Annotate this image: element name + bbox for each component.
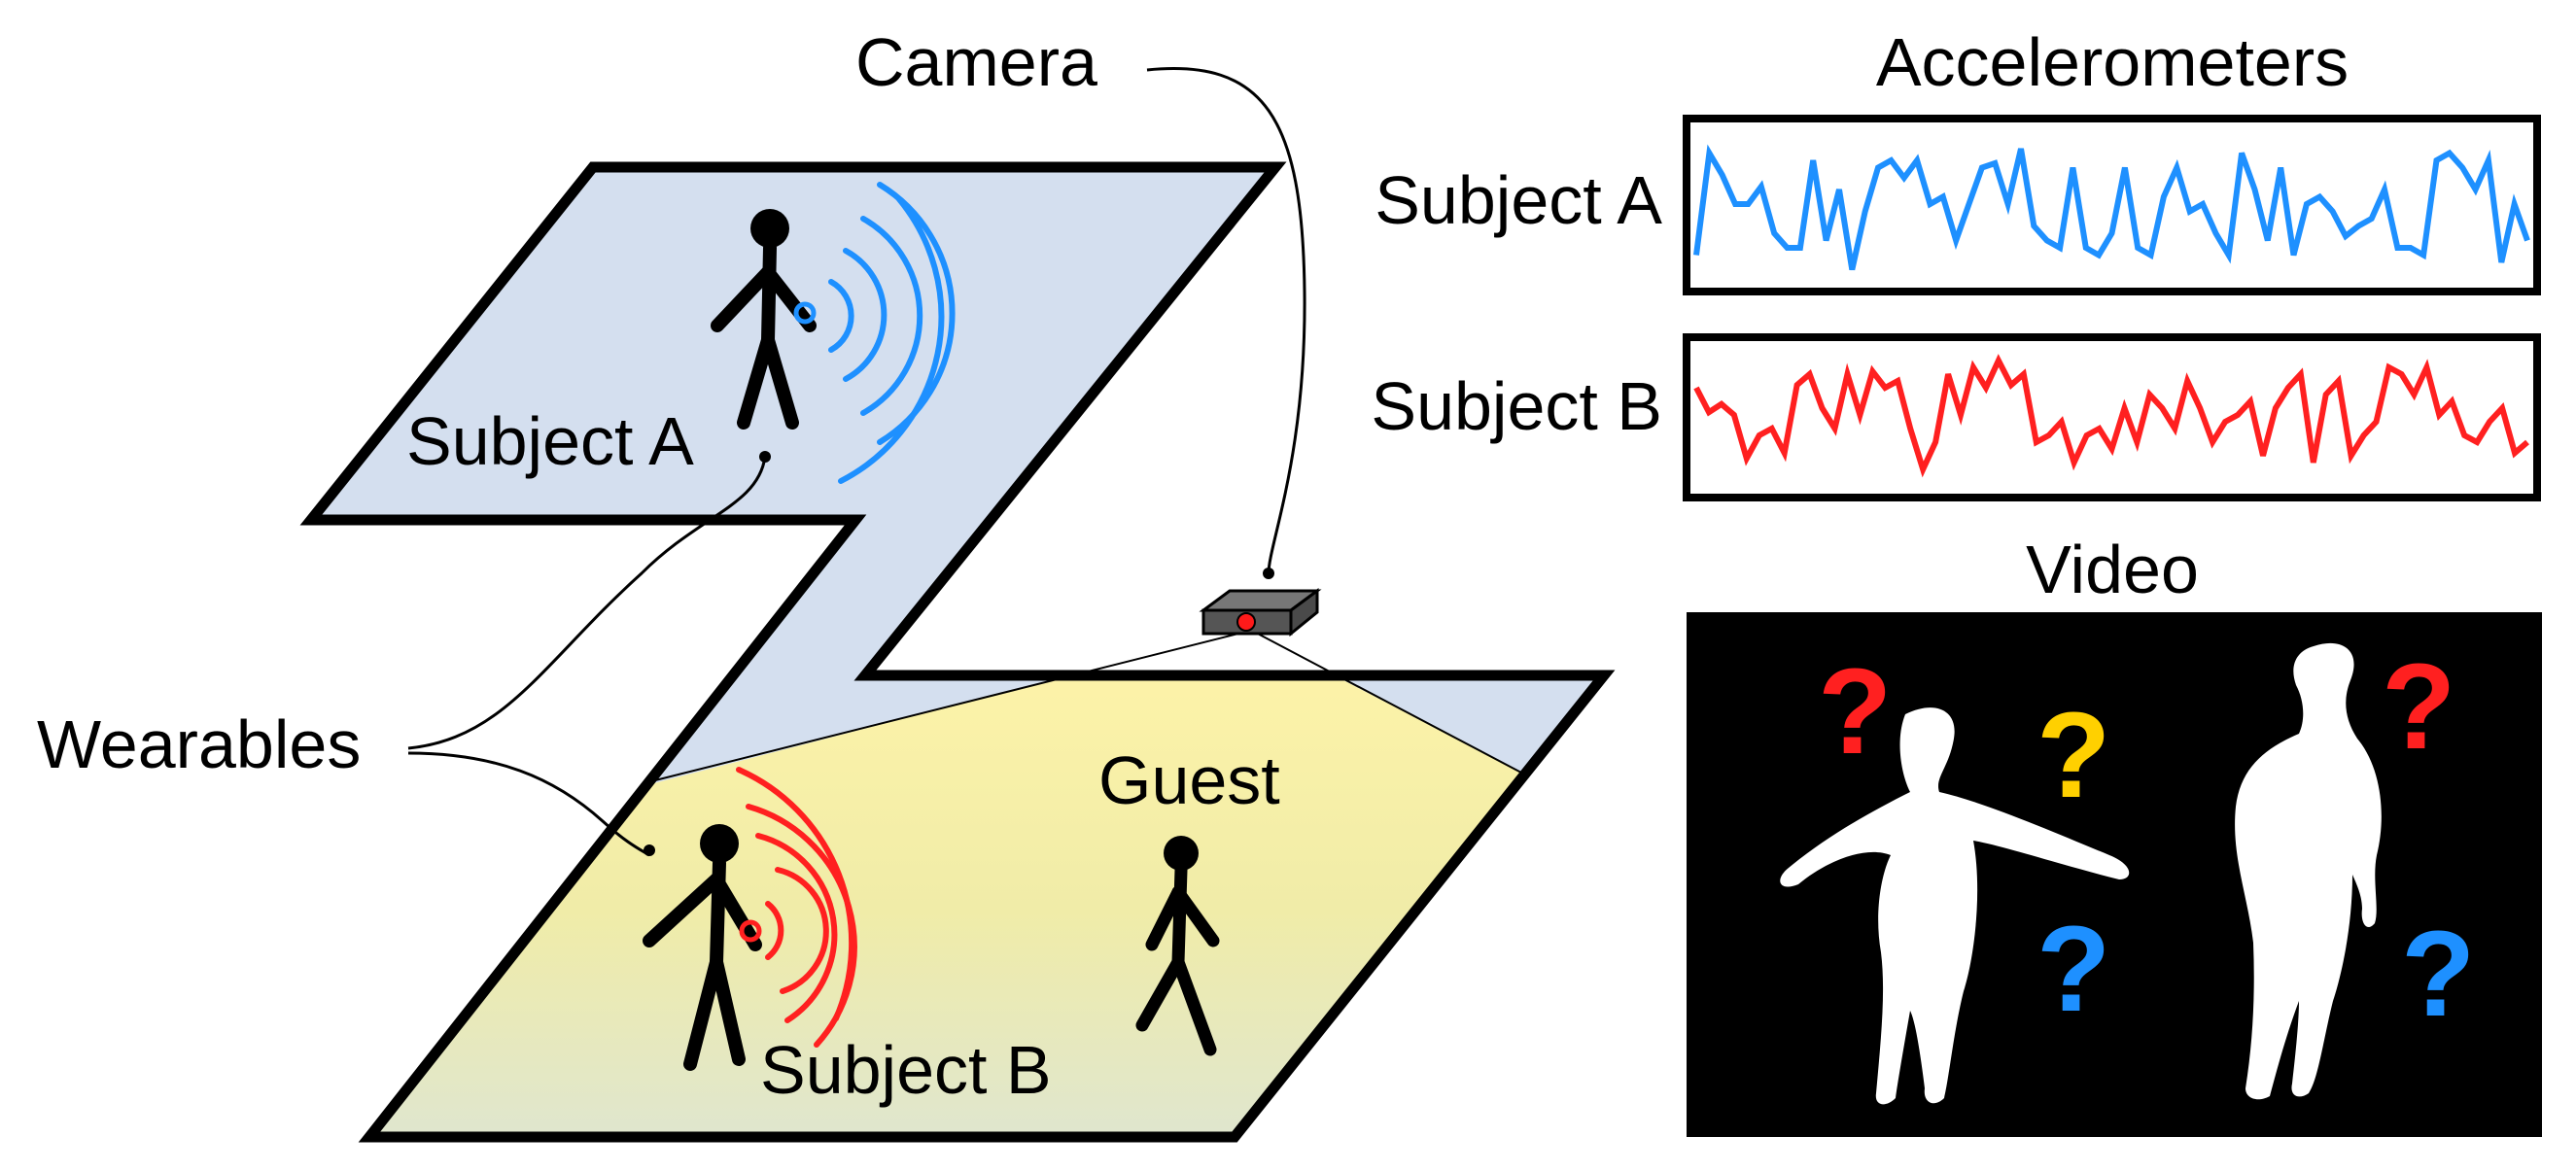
floor-plan [299, 161, 1616, 1143]
subject-a-signal-waves-icon [828, 182, 956, 484]
video-silhouette-right [2235, 642, 2382, 1100]
camera-field-of-view [369, 675, 1521, 1137]
accelerometer-panel-a [1683, 115, 2541, 295]
subject-b-signal-waves-icon [736, 767, 857, 1048]
video-silhouette-left [1780, 707, 2130, 1105]
accelerometers-title: Accelerometers [1876, 24, 2349, 100]
subject-a-figure [711, 209, 817, 430]
accelerometer-signal-b [1693, 354, 2529, 478]
question-mark-icon: ? [2382, 639, 2455, 775]
accelerometer-row-a-label: Subject A [1375, 162, 1662, 238]
wearables-leader-line-a [407, 456, 767, 750]
subject-a-wearable-icon [793, 301, 817, 325]
floor-outline [299, 161, 1616, 1143]
question-marks: ? ? ? ? ? [1818, 639, 2475, 1042]
question-mark-icon: ? [2036, 902, 2110, 1037]
guest-figure [1135, 836, 1220, 1056]
accelerometer-row-b-label: Subject B [1371, 368, 1662, 444]
guest-label: Guest [1098, 742, 1280, 818]
wearables-leader-line-b [407, 751, 650, 857]
accelerometer-panel-b [1683, 333, 2541, 501]
video-title: Video [2026, 532, 2199, 607]
camera-icon [1199, 588, 1322, 637]
wearables-label: Wearables [37, 706, 361, 782]
question-mark-icon: ? [2036, 688, 2110, 823]
subject-b-label: Subject B [760, 1032, 1052, 1108]
question-mark-icon: ? [2401, 907, 2475, 1042]
subject-a-label: Subject A [406, 403, 694, 479]
subject-b-wearable-icon [739, 919, 762, 943]
subject-b-figure [643, 824, 762, 1071]
camera-label: Camera [855, 24, 1097, 100]
question-mark-icon: ? [1818, 644, 1892, 779]
camera-leader-line [1146, 67, 1306, 574]
accelerometer-signal-a [1693, 144, 2530, 271]
